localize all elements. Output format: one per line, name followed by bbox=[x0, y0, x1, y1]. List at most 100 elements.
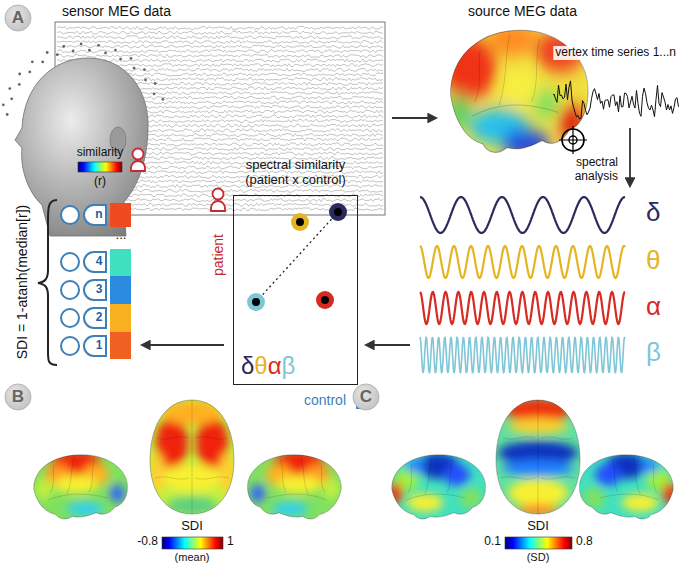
sensor-dot bbox=[88, 49, 91, 52]
brain-map bbox=[247, 450, 341, 519]
art-path bbox=[541, 477, 575, 479]
brain-map bbox=[496, 398, 580, 516]
sensor-dot bbox=[2, 103, 5, 106]
panel-badge: B bbox=[4, 383, 32, 411]
sensor-dot bbox=[10, 97, 13, 100]
art-path bbox=[150, 400, 234, 514]
band-dot bbox=[291, 213, 309, 231]
art-ellipse bbox=[67, 502, 104, 517]
art-path bbox=[499, 34, 510, 106]
flow-arrow bbox=[392, 117, 436, 119]
art-g bbox=[34, 450, 128, 519]
art-path bbox=[301, 457, 308, 495]
art-path bbox=[195, 437, 227, 439]
sensor-dot bbox=[31, 60, 34, 63]
art-path bbox=[157, 437, 189, 439]
art-path bbox=[541, 437, 573, 439]
sensor-dot bbox=[143, 68, 146, 71]
sensor-dot bbox=[130, 57, 133, 60]
formula: SDI = 1-atanh(median[r]) bbox=[14, 205, 30, 359]
brain-map bbox=[579, 453, 677, 519]
art-g bbox=[247, 450, 341, 519]
band-dot bbox=[247, 293, 265, 311]
sensor-trace bbox=[57, 31, 383, 34]
sensor-dot bbox=[8, 87, 11, 90]
art-ellipse bbox=[388, 482, 403, 504]
sensor-dot bbox=[114, 49, 117, 52]
band-wave bbox=[420, 246, 625, 278]
panel-badge: C bbox=[352, 383, 380, 411]
art-path bbox=[501, 477, 535, 479]
brain-map bbox=[34, 450, 128, 519]
art-ellipse bbox=[406, 458, 424, 473]
control-icon bbox=[84, 205, 106, 225]
art-path bbox=[408, 465, 412, 493]
fit-line bbox=[256, 212, 338, 302]
band-wave bbox=[420, 337, 625, 373]
art-path bbox=[579, 455, 673, 519]
control-icon bbox=[61, 206, 79, 224]
art-path bbox=[155, 477, 189, 479]
axis-label: control bbox=[304, 392, 346, 408]
art-path bbox=[89, 459, 95, 492]
colorbar-tick: 0.8 bbox=[576, 535, 593, 549]
band-letter: β bbox=[282, 352, 296, 379]
person-icon bbox=[213, 189, 224, 200]
sensor-dot bbox=[28, 71, 31, 74]
art-path bbox=[472, 105, 558, 116]
control-icon bbox=[61, 309, 79, 327]
scatter-plot: spectral similarity (patient x control)δ… bbox=[233, 155, 358, 385]
art-g bbox=[149, 400, 235, 516]
art-ellipse bbox=[271, 502, 308, 517]
sensor-dot bbox=[41, 61, 44, 64]
art-path bbox=[633, 457, 640, 495]
control-icon bbox=[84, 336, 106, 356]
control-icon bbox=[61, 281, 79, 299]
sensor-dot bbox=[18, 73, 21, 76]
band-dot bbox=[296, 218, 304, 226]
art-path bbox=[50, 465, 54, 493]
sensor-dot bbox=[56, 53, 59, 56]
art-path bbox=[653, 465, 657, 493]
art-path bbox=[613, 459, 619, 492]
art-path bbox=[496, 400, 580, 514]
band-letter: θ bbox=[254, 352, 267, 379]
person-icon bbox=[131, 161, 145, 171]
art-path bbox=[192, 400, 193, 514]
flow-arrow bbox=[142, 344, 224, 346]
similarity-cell bbox=[110, 332, 131, 359]
art-ellipse bbox=[502, 130, 551, 158]
art-ellipse bbox=[445, 95, 472, 130]
colorbar-unit: (r) bbox=[94, 175, 106, 189]
art-path bbox=[447, 459, 453, 492]
badge-circle bbox=[353, 384, 379, 410]
art-path bbox=[48, 494, 107, 500]
badge-circle bbox=[5, 384, 31, 410]
sensor-dot bbox=[119, 58, 122, 61]
flow-arrow bbox=[629, 128, 631, 186]
colorbar-title: SDI bbox=[181, 519, 203, 534]
band-letter: δ bbox=[241, 352, 254, 379]
art-g bbox=[388, 453, 486, 519]
band-legend: δθαβ bbox=[241, 352, 295, 380]
control-icon bbox=[84, 252, 106, 272]
colorbar bbox=[78, 162, 122, 172]
band-symbol: β bbox=[646, 338, 661, 368]
time-series bbox=[553, 81, 679, 119]
colorbar bbox=[505, 537, 572, 549]
subject-number: n bbox=[95, 208, 102, 222]
colorbar bbox=[162, 537, 223, 549]
panel-title: source MEG data bbox=[468, 3, 577, 19]
art-g bbox=[149, 401, 235, 516]
band-symbol: θ bbox=[646, 246, 660, 276]
art-ellipse bbox=[35, 478, 53, 500]
art-path bbox=[406, 494, 465, 500]
step-label: spectral analysis bbox=[560, 156, 618, 184]
sensor-trace bbox=[57, 40, 383, 43]
subject-number: 1 bbox=[96, 339, 103, 353]
art-ellipse bbox=[595, 464, 621, 486]
art-ellipse bbox=[662, 482, 677, 504]
sensor-dot bbox=[18, 83, 21, 86]
similarity-cell bbox=[110, 276, 131, 304]
